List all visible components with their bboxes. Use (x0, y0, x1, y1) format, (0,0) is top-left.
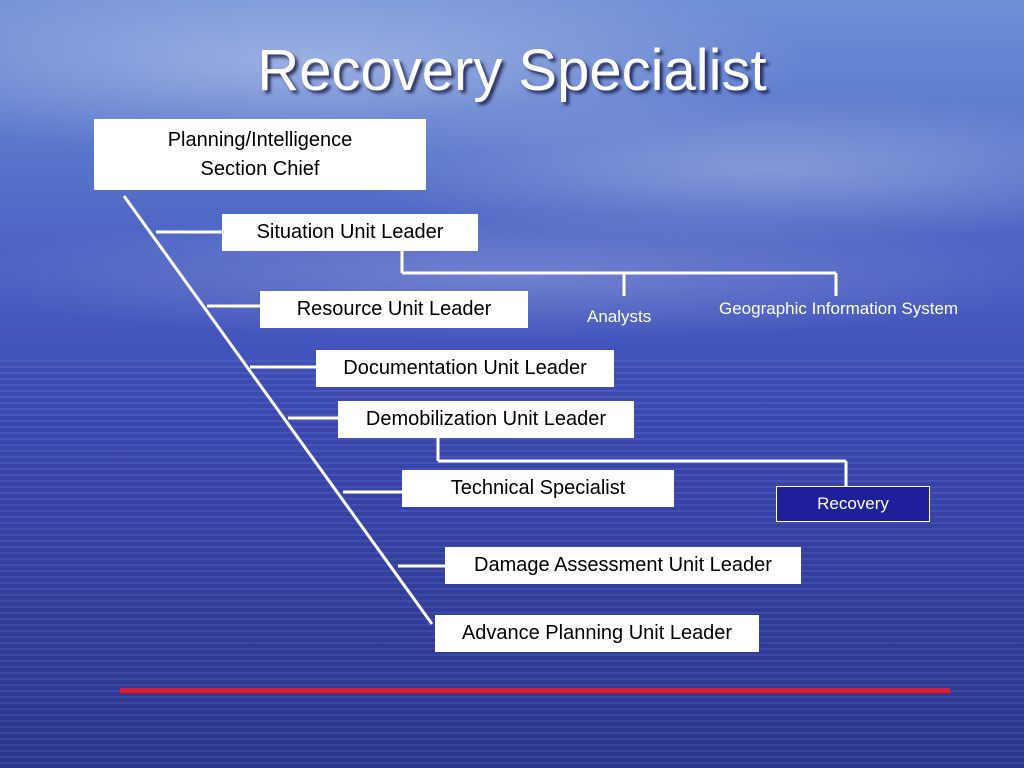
chief-line1: Planning/Intelligence (167, 128, 353, 151)
spine-line (122, 195, 434, 625)
slide-title: Recovery Specialist (257, 38, 767, 103)
technical-specialist-box: Technical Specialist (402, 470, 674, 507)
advance-planning-unit-leader-box: Advance Planning Unit Leader (435, 615, 759, 652)
chief-box: Planning/Intelligence Section Chief (94, 119, 426, 190)
situation-unit-leader-box: Situation Unit Leader (222, 214, 478, 251)
gis-label: Geographic Information System (719, 299, 959, 318)
recovery-box: Recovery (776, 486, 930, 522)
damage-assessment-unit-leader-box: Damage Assessment Unit Leader (445, 547, 801, 584)
demobilization-unit-leader-box: Demobilization Unit Leader (338, 401, 634, 438)
analysts-label: Analysts (587, 307, 652, 326)
resource-unit-leader-box: Resource Unit Leader (260, 291, 528, 328)
chief-line2: Section Chief (200, 157, 320, 180)
accent-rule (120, 688, 950, 694)
documentation-unit-leader-box: Documentation Unit Leader (316, 350, 614, 387)
